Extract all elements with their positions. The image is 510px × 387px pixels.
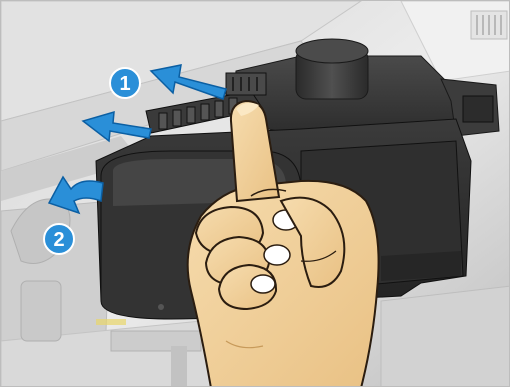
fingernail (264, 245, 290, 265)
step-number-1: 1 (119, 73, 130, 95)
step-number-2: 2 (53, 229, 64, 251)
top-cylinder (296, 39, 368, 99)
step-marker-1: 1 (110, 68, 140, 98)
step-marker-2: 2 (44, 224, 74, 254)
fingernail (251, 275, 275, 293)
